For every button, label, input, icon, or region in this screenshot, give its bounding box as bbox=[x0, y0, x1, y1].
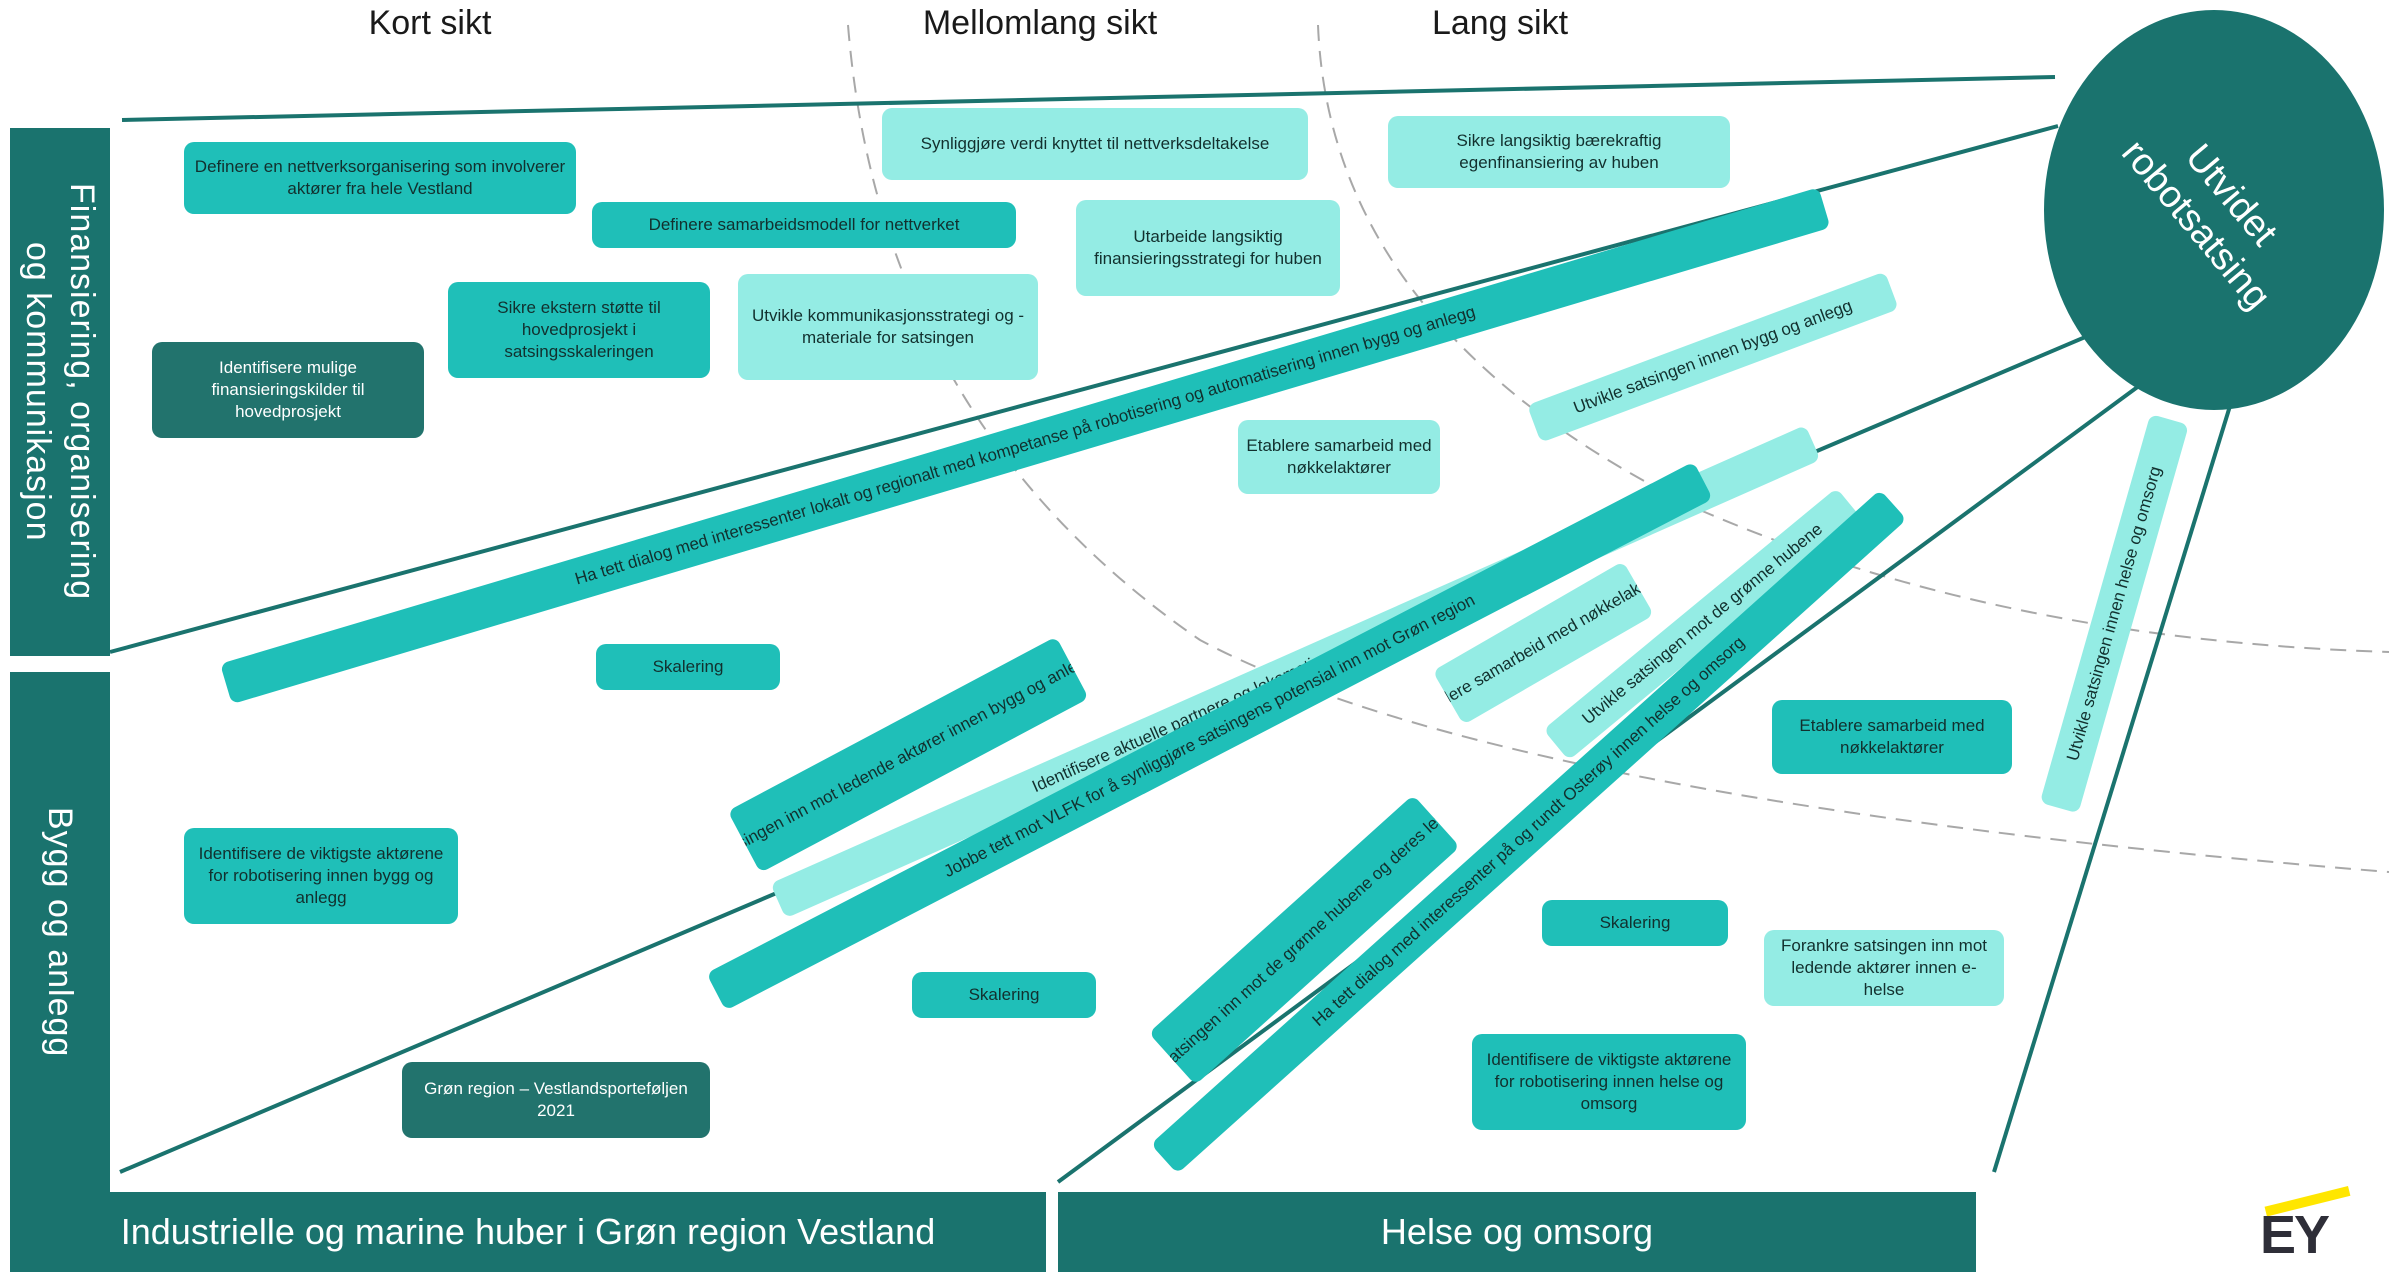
side-band-building: Bygg og anlegg bbox=[10, 672, 110, 1192]
activity-box: Identifisere mulige finansieringskilder … bbox=[152, 342, 424, 438]
column-header-mid-term: Mellomlang sikt bbox=[922, 4, 1158, 42]
side-band-finance: Finansiering, organisering og kommunikas… bbox=[10, 128, 110, 656]
column-header-short-term: Kort sikt bbox=[368, 4, 492, 42]
activity-box: Skalering bbox=[1542, 900, 1728, 946]
activity-box: Identifisere de viktigste aktørene for r… bbox=[184, 828, 458, 924]
activity-box: Synliggjøre verdi knyttet til nettverksd… bbox=[882, 108, 1308, 180]
side-band-building-label: Bygg og anlegg bbox=[41, 806, 79, 1058]
activity-box: Skalering bbox=[596, 644, 780, 690]
activity-box: Etablere samarbeid med nøkkelaktører bbox=[1238, 420, 1440, 494]
activity-box: Sikre langsiktig bærekraftig egenfinansi… bbox=[1388, 116, 1730, 188]
bottom-band-health: Helse og omsorg bbox=[1058, 1192, 1976, 1272]
side-band-finance-label: Finansiering, organisering og kommunikas… bbox=[19, 183, 101, 601]
ey-logo: EY bbox=[2258, 1182, 2351, 1265]
activity-box: Definere samarbeidsmodell for nettverket bbox=[592, 202, 1016, 248]
activity-box: Skalering bbox=[912, 972, 1096, 1018]
activity-box: Etablere samarbeid med nøkkelaktører bbox=[1772, 700, 2012, 774]
target-label: Utvidet robotsatsing bbox=[2113, 131, 2286, 318]
ey-logo-text: EY bbox=[2260, 1205, 2330, 1265]
health-divider-line bbox=[1992, 379, 2240, 1173]
activity-box: Sikre ekstern støtte til hovedprosjekt i… bbox=[448, 282, 710, 378]
short-term-boundary-arc bbox=[847, 24, 2389, 873]
activity-box: Forankre satsingen inn mot ledende aktør… bbox=[1764, 930, 2004, 1006]
column-header-long-term: Lang sikt bbox=[1431, 4, 1569, 42]
bottom-band-health-label: Helse og omsorg bbox=[1380, 1211, 1654, 1252]
bottom-band-industry-label: Industrielle og marine huber i Grøn regi… bbox=[120, 1211, 936, 1252]
top-border-line bbox=[121, 75, 2056, 122]
activity-box: Definere en nettverksorganisering som in… bbox=[184, 142, 576, 214]
activity-box: Grøn region – Vestlandsporteføljen 2021 bbox=[402, 1062, 710, 1138]
activity-box: Identifisere de viktigste aktørene for r… bbox=[1472, 1034, 1746, 1130]
bottom-band-industry: Industrielle og marine huber i Grøn regi… bbox=[10, 1192, 1046, 1272]
target-ellipse: Utvidet robotsatsing bbox=[2044, 10, 2384, 410]
activity-box: Utarbeide langsiktig finansieringsstrate… bbox=[1076, 200, 1340, 296]
activity-box: Utvikle kommunikasjonsstrategi og -mater… bbox=[738, 274, 1038, 380]
